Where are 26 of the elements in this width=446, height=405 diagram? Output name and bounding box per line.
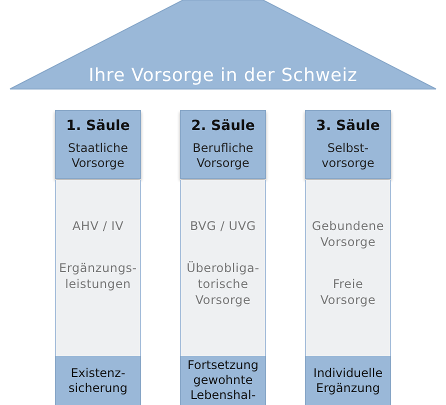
pillar-footer (180, 356, 266, 405)
pillar-footer (55, 356, 141, 405)
pillar-item: Gebundene Vorsorge (310, 218, 386, 250)
pillar-title: 3. Säule (316, 117, 380, 135)
pillar-header (180, 110, 266, 179)
pillar-header (55, 110, 141, 179)
pillar-body (180, 180, 266, 356)
pillar-body (305, 180, 391, 356)
pillar-header (305, 110, 391, 179)
pillar-subtitle: Berufliche Vorsorge (192, 141, 254, 171)
pillar-item: Ergänzungs- leistungen (58, 260, 138, 292)
pillar-goal: Individuelle Ergänzung (312, 366, 384, 396)
pillar-item: AHV / IV (71, 218, 125, 234)
pillar-footer (305, 356, 391, 405)
pillar-goal: Fortsetzung gewohnte Lebenshal- (186, 358, 260, 403)
roof-title: Ihre Vorsorge in der Schweiz (88, 64, 358, 88)
pillar-item: BVG / UVG (188, 218, 258, 234)
pillar-item: Freie Vorsorge (319, 276, 377, 308)
pillar-title: 1. Säule (66, 117, 130, 135)
pillar-body (55, 180, 141, 356)
pillar-goal: Existenz- sicherung (68, 366, 128, 396)
roof-triangle (8, 0, 438, 92)
pillar-item: Überobliga- torische Vorsorge (186, 260, 260, 308)
pillar-title: 2. Säule (191, 117, 255, 135)
pillar-subtitle: Staatliche Vorsorge (67, 141, 129, 171)
pillar-subtitle: Selbst- vorsorge (320, 141, 376, 171)
